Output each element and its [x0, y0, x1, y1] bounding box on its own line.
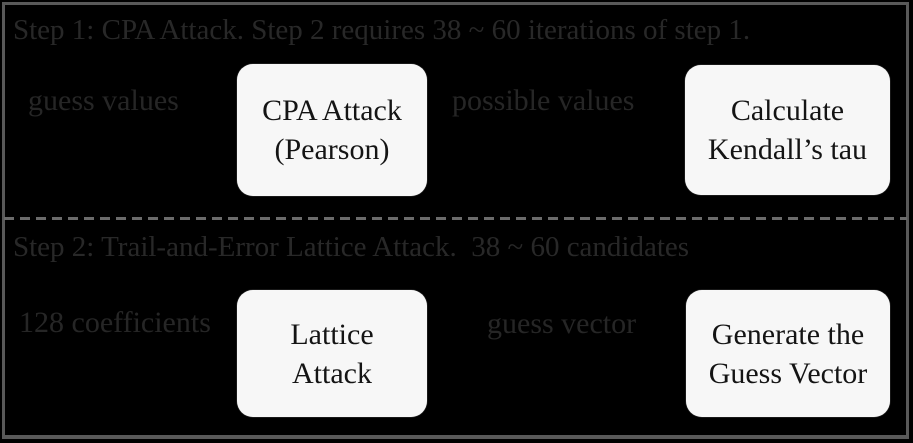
- step2-input-label: 128 coefficients: [19, 306, 211, 339]
- step1-title: Step 1: CPA Attack. Step 2 requires 38 ~…: [13, 14, 751, 46]
- step2-output-label: guess vector: [487, 307, 637, 340]
- step2-title: Step 2: Trail-and-Error Lattice Attack. …: [13, 231, 690, 263]
- cpa-attack-box: CPA Attack (Pearson): [237, 64, 427, 196]
- step1-input-label: guess values: [28, 84, 179, 117]
- lattice-attack-box: Lattice Attack: [237, 290, 427, 417]
- generate-guess-vector-box: Generate the Guess Vector: [686, 290, 890, 417]
- step1-output-label: possible values: [452, 84, 635, 117]
- calculate-kendalls-tau-box: Calculate Kendall’s tau: [685, 65, 890, 195]
- step-divider-dashed-line: [4, 217, 907, 220]
